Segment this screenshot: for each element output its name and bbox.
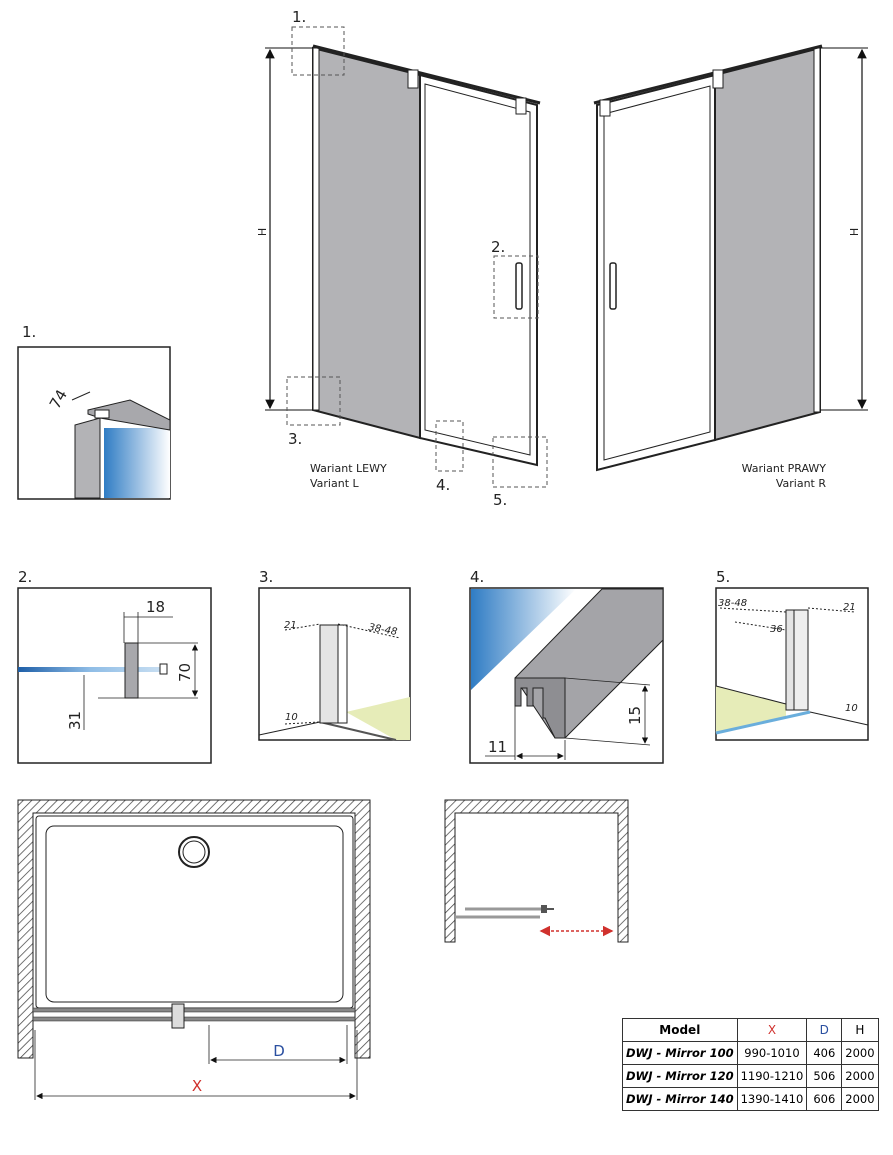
cell-model: DWJ - Mirror 120	[622, 1064, 738, 1088]
detail-4-label: 4.	[470, 568, 484, 586]
detail-5-dim-d: 10	[845, 703, 858, 714]
detail-4-height: 15	[626, 706, 644, 725]
header-model: Model	[622, 1018, 738, 1042]
callout-5-label: 5.	[493, 491, 507, 509]
plan-view: D X	[17, 799, 371, 1100]
callout-box-4	[435, 420, 464, 472]
left-variant-view: H 1. 2. 3. 4. 5. Wariant LEWY Variant L	[256, 8, 548, 509]
variant-left-subtitle: Variant L	[310, 477, 360, 490]
plan-d-label: D	[273, 1042, 285, 1060]
detail-4: 4. 15 11	[469, 568, 664, 764]
detail-5-dim-a: 38-48	[718, 598, 747, 609]
cell-h: 2000	[841, 1087, 879, 1111]
callout-1-label: 1.	[292, 8, 306, 26]
detail-5: 5. 38-48 21 36 10	[715, 568, 869, 741]
door-handle	[515, 262, 523, 310]
height-label: H	[848, 228, 861, 236]
detail-1: 1. 74	[17, 323, 171, 500]
cell-d: 606	[806, 1087, 843, 1111]
variant-left-title: Wariant LEWY	[310, 462, 387, 475]
cell-model: DWJ - Mirror 140	[622, 1087, 738, 1111]
cell-x: 1390-1410	[736, 1087, 808, 1111]
plan-x-label: X	[192, 1077, 202, 1095]
table-row: DWJ - Mirror 120 1190-1210 506 2000	[622, 1064, 879, 1088]
callout-4-label: 4.	[436, 476, 450, 494]
header-d: D	[806, 1018, 843, 1042]
table-header-row: Model X D H	[622, 1018, 879, 1042]
detail-3: 3. 21 38-48 10	[258, 568, 411, 741]
callout-box-1	[291, 26, 345, 76]
right-variant-view: H Wariant PRAWY Variant R	[593, 44, 868, 490]
cell-h: 2000	[841, 1041, 879, 1065]
cell-model: DWJ - Mirror 100	[622, 1041, 738, 1065]
callout-box-2	[493, 255, 539, 319]
callout-2-label: 2.	[491, 238, 505, 256]
detail-3-dim-a: 21	[284, 620, 297, 631]
cell-h: 2000	[841, 1064, 879, 1088]
detail-5-label: 5.	[716, 568, 730, 586]
table-row: DWJ - Mirror 140 1390-1410 606 2000	[622, 1087, 879, 1111]
cell-x: 990-1010	[736, 1041, 808, 1065]
height-label: H	[256, 228, 269, 236]
callout-box-3	[286, 376, 341, 426]
callout-box-5	[492, 436, 548, 488]
detail-3-dim-b: 38-48	[367, 622, 398, 638]
callout-3-label: 3.	[288, 430, 302, 448]
detail-2-width: 18	[146, 598, 165, 616]
detail-2-label: 2.	[18, 568, 32, 586]
detail-2-height: 70	[176, 663, 194, 682]
door-opening-plan	[444, 799, 629, 943]
detail-5-dim-c: 36	[770, 624, 783, 635]
header-h: H	[841, 1018, 879, 1042]
table-row: DWJ - Mirror 100 990-1010 406 2000	[622, 1041, 879, 1065]
cell-d: 406	[806, 1041, 843, 1065]
detail-1-label: 1.	[22, 323, 36, 341]
model-spec-table: Model X D H DWJ - Mirror 100 990-1010 40…	[622, 1018, 879, 1111]
detail-2: 2. 18 70 31	[17, 568, 212, 764]
detail-3-dim-c: 10	[285, 712, 298, 723]
header-x: X	[736, 1018, 808, 1042]
door-handle	[609, 262, 617, 310]
cell-d: 506	[806, 1064, 843, 1088]
detail-5-dim-b: 21	[843, 602, 856, 613]
cell-x: 1190-1210	[736, 1064, 808, 1088]
detail-2-offset: 31	[66, 711, 84, 730]
variant-right-title: Wariant PRAWY	[742, 462, 827, 475]
detail-3-label: 3.	[259, 568, 273, 586]
detail-4-width: 11	[488, 738, 507, 756]
variant-right-subtitle: Variant R	[776, 477, 827, 490]
